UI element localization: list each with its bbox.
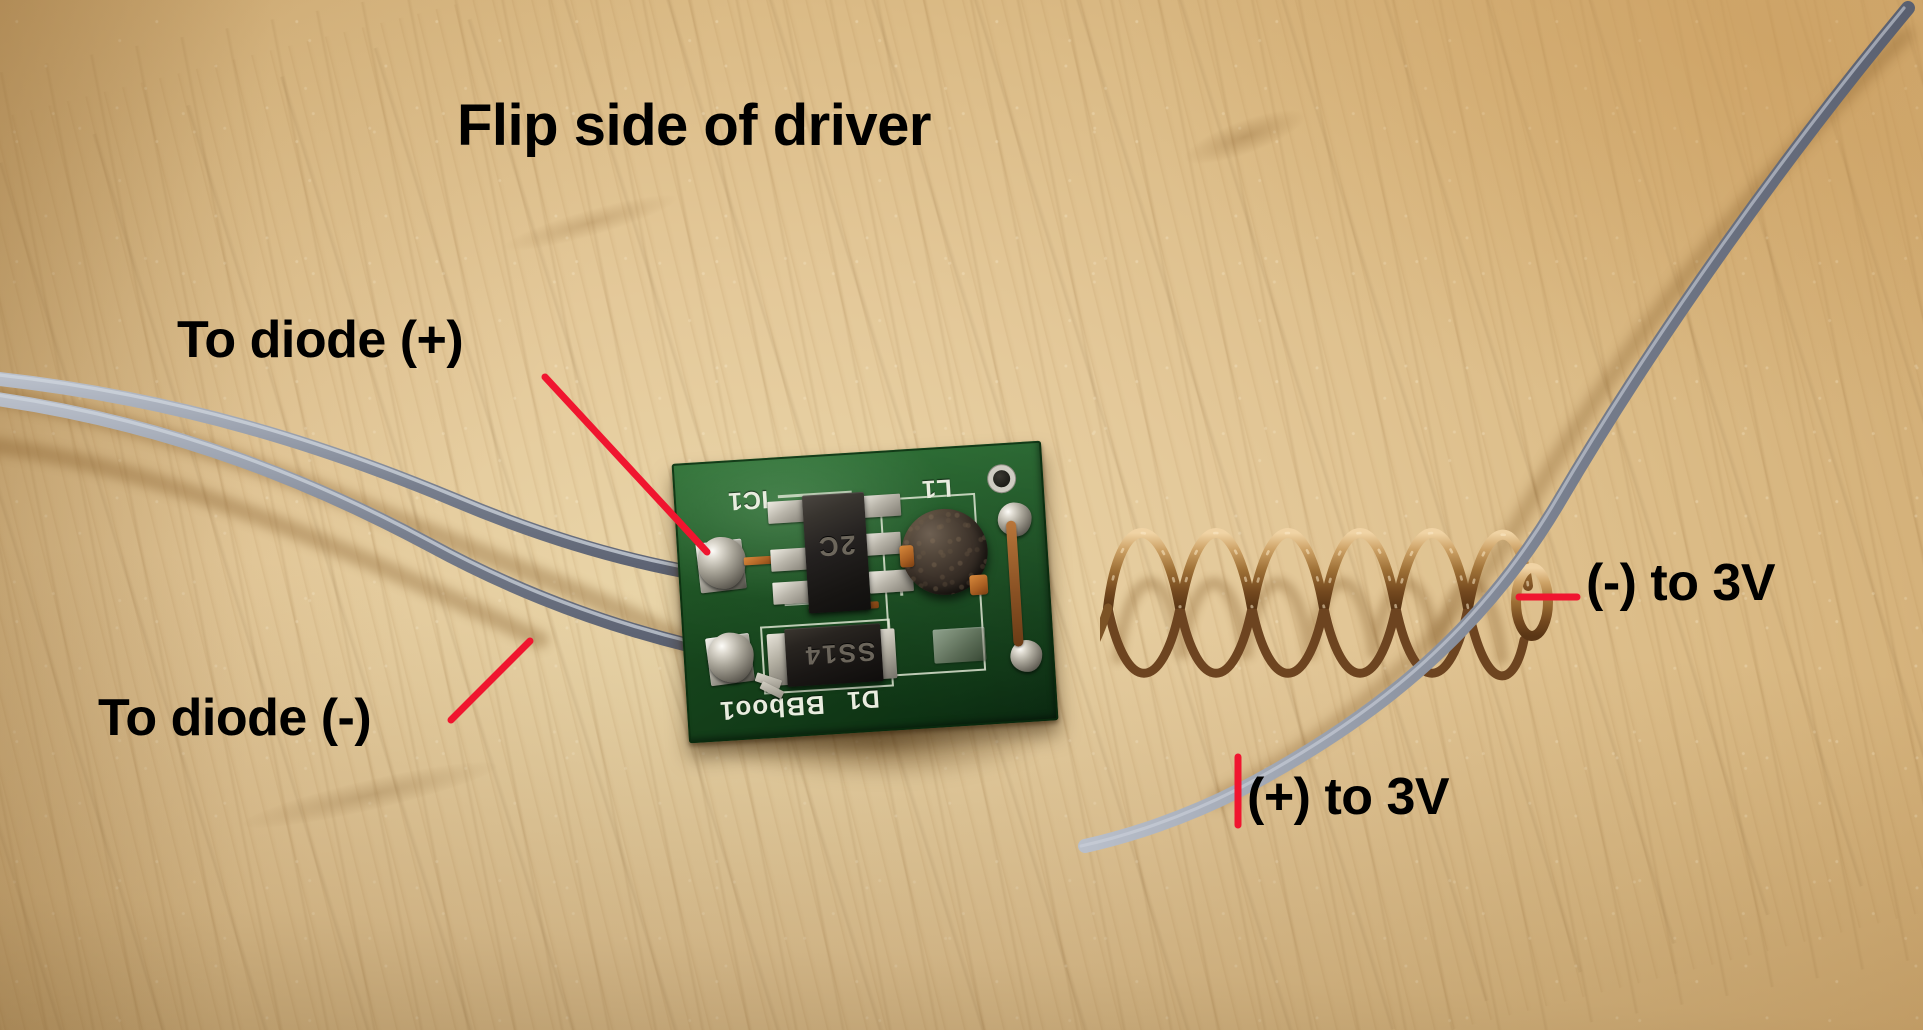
leader-to-diode-positive [541,373,711,556]
wire-battery-negative [1078,1,1915,853]
spring-tail [1100,603,1113,642]
wire-diode-negative [0,392,699,653]
label-to-diode-negative: To diode (-) [98,689,372,747]
spring-end-loop [1511,563,1553,641]
label-to-diode-positive: To diode (+) [177,311,464,369]
leader-to-diode-negative [447,637,534,724]
title-text: Flip side of driver [457,93,931,158]
label-positive-to-3v: (+) to 3V [1247,768,1450,826]
spring-front-coils [1103,528,1533,613]
label-negative-to-3v: (-) to 3V [1586,554,1776,612]
wire-diode-positive [0,372,707,581]
